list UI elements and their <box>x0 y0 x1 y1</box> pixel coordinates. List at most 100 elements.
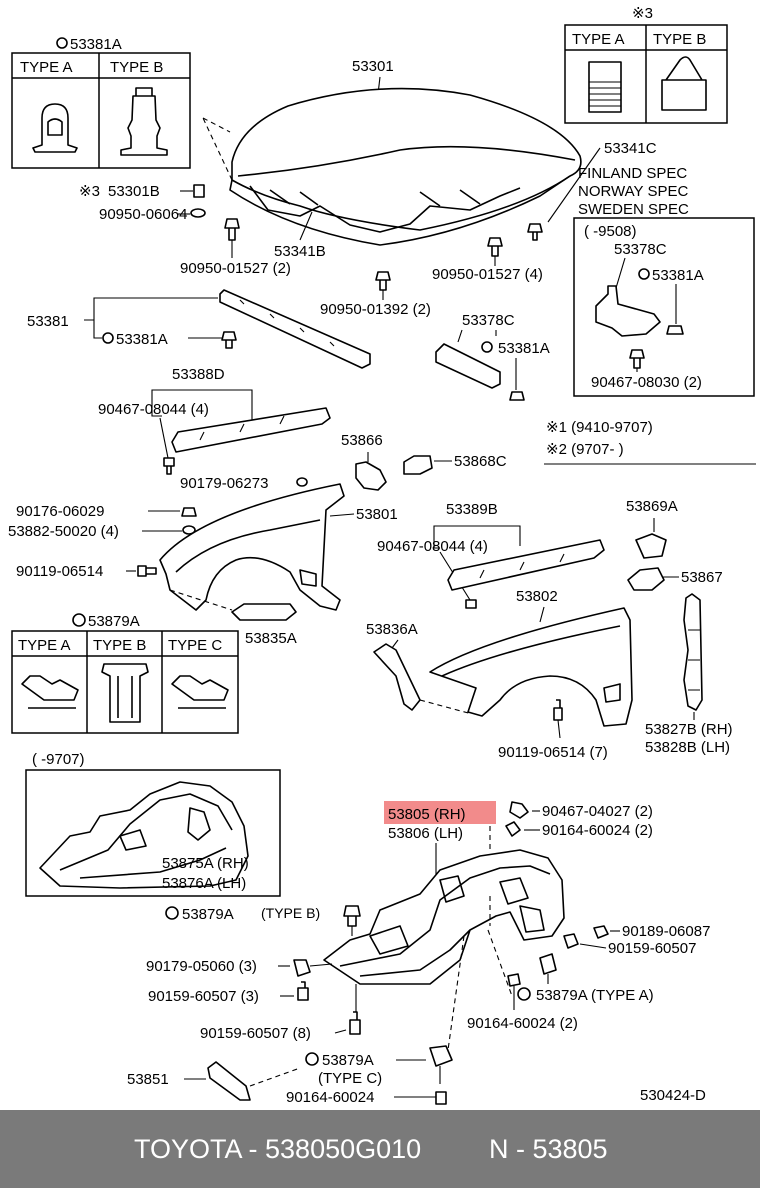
clip-90176-06029-icon <box>181 507 197 517</box>
label-53879a-type-c: TYPE C <box>168 637 222 654</box>
grommet-90950-06064-icon <box>190 208 206 218</box>
clip-symbol-icon <box>638 268 650 280</box>
label-53301: 53301 <box>352 58 394 75</box>
liner-right-fasteners: 90189-06087 90159-60507 53879A (TYPE A) … <box>467 923 710 1032</box>
label-90159-60507c: 90159-60507 (8) <box>200 1025 311 1042</box>
parts-diagram: 53381A TYPE A TYPE B ※3 TYPE A TYPE B 53… <box>8 5 756 1106</box>
liner-inset-box: ( -9707) 53875A (RH) 53876A (LH) <box>25 751 281 897</box>
label-90950-01527b: 90950-01527 (4) <box>432 266 543 283</box>
label-53879a-c-type: (TYPE C) <box>318 1070 382 1087</box>
label-90164-60024a: 90164-60024 (2) <box>542 822 653 839</box>
seal-53827b: 53827B (RH) 53828B (LH) <box>645 593 733 756</box>
label-90950-01527a: 90950-01527 (2) <box>180 260 291 277</box>
clip-53879a-type-b-part-icon <box>343 905 361 927</box>
clip-53381a-spec-icon <box>666 325 684 335</box>
label-90164-60024b: 90164-60024 (2) <box>467 1015 578 1032</box>
label-53851: 53851 <box>127 1071 169 1088</box>
label-mark3-type-b: TYPE B <box>653 31 706 48</box>
clip-symbol-icon <box>102 332 114 344</box>
liner-53805-icon <box>323 849 565 985</box>
highlight-53805 <box>384 801 496 824</box>
label-53879a-type-a: TYPE A <box>18 637 71 654</box>
spec-inset-box: FINLAND SPEC NORWAY SPEC SWEDEN SPEC ( -… <box>573 165 755 397</box>
clip-53381a-seal-icon <box>221 331 237 349</box>
bolt-90159-60507c-icon <box>349 1011 361 1035</box>
label-spec-53378c: 53378C <box>614 241 667 258</box>
label-53301b: 53301B <box>108 183 160 200</box>
clip-53381a-2-icon <box>509 391 525 401</box>
label-53381a-seal: 53381A <box>116 331 168 348</box>
clip-symbol-icon <box>56 37 68 49</box>
label-53867: 53867 <box>681 569 723 586</box>
washer-53882-50020-icon <box>182 525 196 535</box>
clip-90467-08044a-icon <box>163 457 175 475</box>
bracket-53851-icon <box>207 1061 251 1101</box>
brackets-53866-53868c: 53866 53868C <box>341 432 507 491</box>
bracket-53868c-icon <box>403 455 433 475</box>
seal-53388d-icon <box>171 407 331 453</box>
bracket-53866-icon <box>355 461 387 491</box>
fender-53801-icon <box>159 483 345 611</box>
hood-53301: 53301 <box>202 58 582 246</box>
note-1: ※1 (9410-9707) <box>546 419 653 436</box>
label-type-b: TYPE B <box>110 59 163 76</box>
label-90467-08044b: 90467-08044 (4) <box>377 538 488 555</box>
label-90119-06514b: 90119-06514 (7) <box>498 744 608 761</box>
label-53882-50020: 53882-50020 (4) <box>8 523 119 540</box>
label-53378c: 53378C <box>462 312 515 329</box>
clip-53879a-box: 53879A TYPE A TYPE B TYPE C <box>11 613 239 734</box>
label-53879a-b-type: (TYPE B) <box>261 905 320 921</box>
label-90179-05060: 90179-05060 (3) <box>146 958 257 975</box>
pad-type-a-icon <box>588 61 622 113</box>
seal-53389b-icon <box>447 539 605 591</box>
label-53341c: 53341C <box>604 140 657 157</box>
label-53879a-type-b: TYPE B <box>93 637 146 654</box>
clip-type-b-icon <box>120 87 168 156</box>
label-53301b-prefix: ※3 <box>79 183 100 200</box>
label-mark3: ※3 <box>632 5 653 22</box>
clip-type-a-icon <box>32 103 78 153</box>
label-90950-06064: 90950-06064 <box>99 206 187 223</box>
label-53879a-title: 53879A <box>88 613 140 630</box>
seal-53388d: 53388D 90467-08044 (4) 90179-06273 <box>98 366 331 492</box>
seal-53378c-icon <box>435 343 501 389</box>
label-53866: 53866 <box>341 432 383 449</box>
label-53876a: 53876A (LH) <box>162 875 246 892</box>
seal-53378c: 53378C 53381A <box>435 312 550 401</box>
fender-53802-icon <box>429 607 633 727</box>
label-53806: 53806 (LH) <box>388 825 463 842</box>
seal-53381: 53381 53381A <box>27 289 371 369</box>
notes: ※1 (9410-9707) ※2 (9707- ) <box>544 419 756 465</box>
clip-53879a-type-c-part-icon <box>429 1045 453 1067</box>
label-diagram-code: 530424-D <box>640 1087 706 1104</box>
clip-53879a-type-a-part-icon <box>539 953 557 975</box>
label-53381: 53381 <box>27 313 69 330</box>
label-90467-08030: 90467-08030 (2) <box>591 374 702 391</box>
hood-bumper-group: ※3 53301B 90950-06064 90950-01527 (2) 53… <box>79 183 326 277</box>
screw-90189-06087-icon <box>593 925 609 939</box>
fender-53802: 53802 53836A 90119-06514 (7) <box>366 588 633 761</box>
half-circle-symbol-icon <box>165 906 179 920</box>
screw-90164-60024c-icon <box>435 1091 447 1105</box>
footer-bar: TOYOTA - 538050G010 N - 53805 <box>0 1110 760 1188</box>
clip-53879a-type-a-icon <box>21 675 79 709</box>
label-53801: 53801 <box>356 506 398 523</box>
screw-90164-60024a-icon <box>505 821 521 837</box>
label-90950-01392: 90950-01392 (2) <box>320 301 431 318</box>
label-53836a: 53836A <box>366 621 418 638</box>
label-90467-08044a: 90467-08044 (4) <box>98 401 209 418</box>
label-53827b: 53827B (RH) <box>645 721 733 738</box>
label-53802: 53802 <box>516 588 558 605</box>
label-53879a-c: 53879A <box>322 1052 374 1069</box>
note-2: ※2 (9707- ) <box>546 441 624 458</box>
bolt-90159-60507b-icon <box>297 981 309 1001</box>
liner-53875a-icon <box>39 781 249 889</box>
bolt-90119-06514a-icon <box>137 565 157 577</box>
nut-90467-08030-icon <box>629 349 645 369</box>
label-90467-04027: 90467-04027 (2) <box>542 803 653 820</box>
label-type-a: TYPE A <box>20 59 73 76</box>
label-spec-range: ( -9508) <box>584 223 637 240</box>
label-mark3-type-a: TYPE A <box>572 31 625 48</box>
label-53381a-title: 53381A <box>70 36 122 53</box>
label-53828b: 53828B (LH) <box>645 739 730 756</box>
